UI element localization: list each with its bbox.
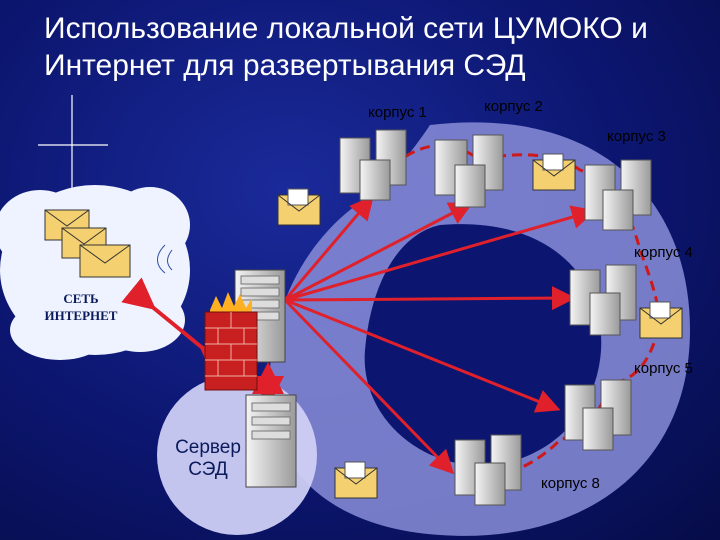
server-label-line2: СЭД bbox=[188, 459, 228, 480]
internet-label: СЕТЬ ИНТЕРНЕТ bbox=[26, 290, 136, 324]
envelope-icon-building2 bbox=[532, 153, 576, 191]
server-cluster-building2 bbox=[434, 134, 504, 208]
server-cluster-building8 bbox=[454, 434, 522, 506]
link-internet bbox=[121, 277, 234, 378]
link-building3 bbox=[284, 205, 596, 302]
label-building5: корпус 5 bbox=[634, 360, 693, 377]
links bbox=[121, 195, 596, 475]
envelope-icon-cloud-3 bbox=[79, 244, 131, 278]
star-flare-decoration bbox=[38, 95, 108, 190]
link-building8 bbox=[283, 298, 455, 475]
server-cluster-building3 bbox=[584, 159, 652, 231]
link-building5 bbox=[284, 298, 561, 413]
server-label: Сервер СЭД bbox=[168, 437, 248, 481]
label-building3: корпус 3 bbox=[607, 128, 666, 145]
internet-label-line2: ИНТЕРНЕТ bbox=[44, 308, 118, 323]
internet-label-line1: СЕТЬ bbox=[63, 291, 99, 306]
sed-server-rack bbox=[245, 394, 297, 488]
label-building8: корпус 8 bbox=[541, 475, 600, 492]
label-building2: корпус 2 bbox=[484, 98, 543, 115]
envelope-icon-building8 bbox=[334, 461, 378, 499]
title-line-2: Интернет для развертывания СЭД bbox=[44, 49, 526, 82]
envelope-icon-building4 bbox=[639, 301, 683, 339]
link-building2 bbox=[284, 202, 474, 302]
title-line-1: Использование локальной сети ЦУМОКО и bbox=[44, 12, 648, 45]
link-building1 bbox=[283, 195, 374, 301]
slide-title: Использование локальной сети ЦУМОКО и Ин… bbox=[44, 10, 704, 84]
label-building1: корпус 1 bbox=[368, 104, 427, 121]
envelope-icon-cloud-2 bbox=[61, 227, 107, 259]
server-cluster-building1 bbox=[339, 129, 407, 201]
server-cluster-building5 bbox=[564, 379, 632, 451]
dashed-route bbox=[370, 144, 661, 482]
label-building4: корпус 4 bbox=[634, 244, 693, 261]
server-cluster-building4 bbox=[569, 264, 637, 336]
server-label-line1: Сервер bbox=[175, 437, 241, 458]
firewall-icon bbox=[204, 292, 258, 391]
envelope-icon-building1 bbox=[277, 188, 321, 226]
link-building4 bbox=[284, 286, 576, 311]
